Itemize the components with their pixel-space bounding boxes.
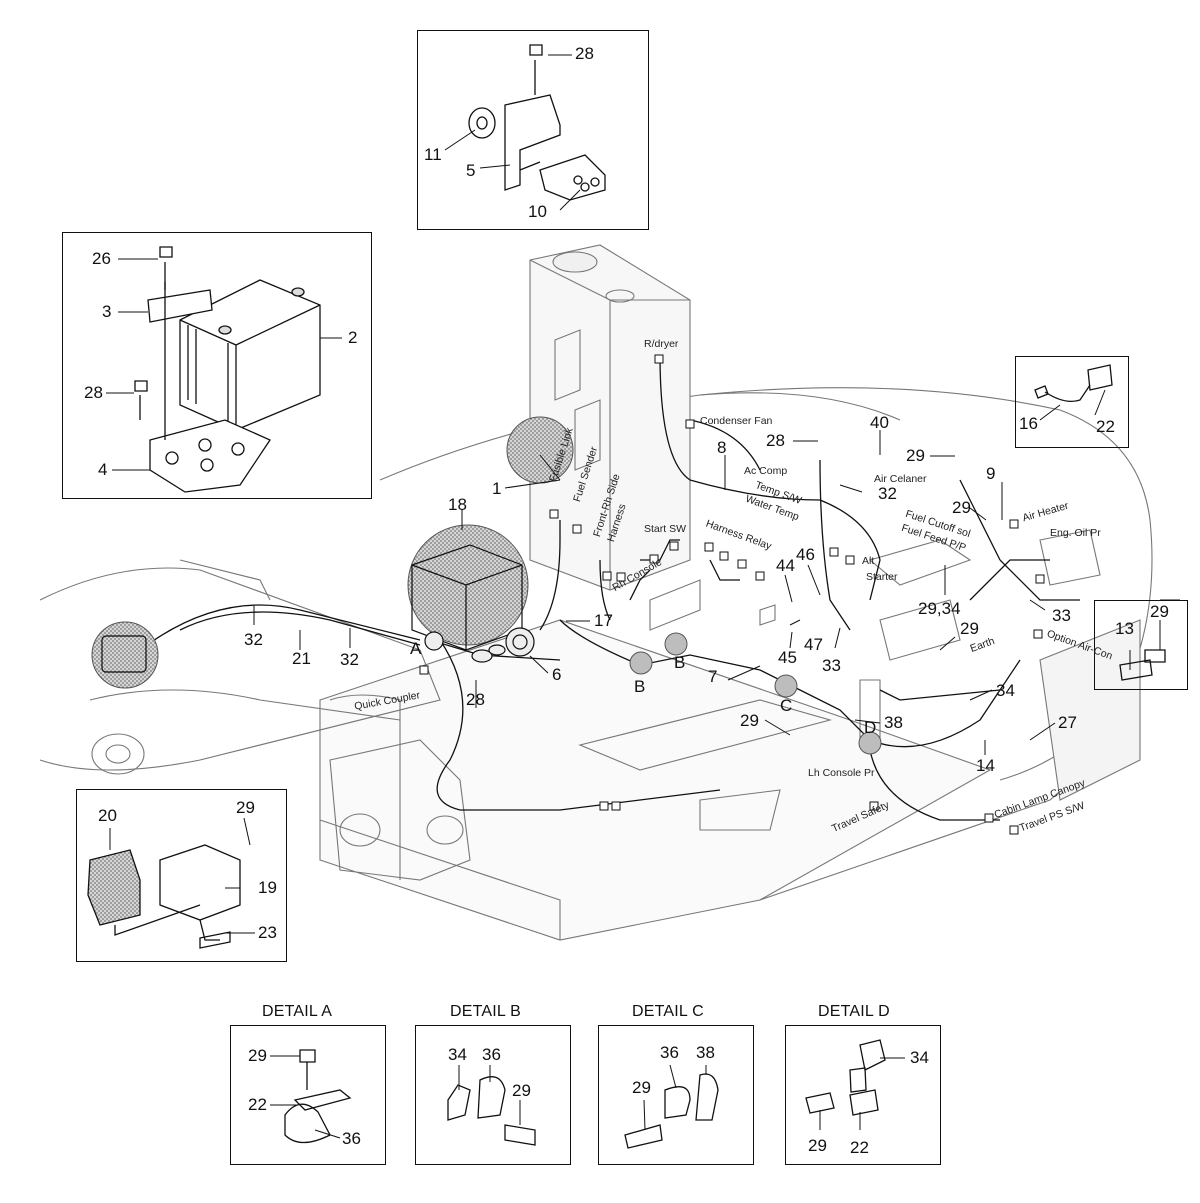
- callout-9: 9: [986, 464, 996, 483]
- callout-32-mid: 32: [340, 650, 359, 669]
- callout-17: 17: [594, 611, 613, 630]
- callout-47: 47: [804, 635, 823, 654]
- worklight-inset-frame: [76, 789, 287, 962]
- label-air-cleaner: Air Celaner: [874, 473, 927, 485]
- callout-32-left: 32: [244, 630, 263, 649]
- callout-28-top: 28: [575, 44, 594, 63]
- detail-a-callout-29: 29: [248, 1046, 267, 1065]
- callout-16: 16: [1019, 414, 1038, 433]
- part13-inset-frame: [1094, 600, 1188, 690]
- callout-32-a: 32: [878, 484, 897, 503]
- callout-40: 40: [870, 413, 889, 432]
- callout-29-inset13: 29: [1150, 602, 1169, 621]
- callout-29-worklight: 29: [236, 798, 255, 817]
- callout-46: 46: [796, 545, 815, 564]
- detail-d-callout-22: 22: [850, 1138, 869, 1157]
- machine-body: [39, 244, 1153, 941]
- callout-28-center: 28: [766, 431, 785, 450]
- wire16-inset-drawing: [1034, 364, 1113, 403]
- switch-inset-drawing: [468, 44, 606, 201]
- callout-2: 2: [348, 328, 358, 347]
- callout-29-d: 29: [740, 711, 759, 730]
- detail-c-frame: [598, 1025, 754, 1165]
- detail-b-callout-34: 34: [448, 1045, 467, 1064]
- worklight-in-machine: [101, 635, 147, 673]
- callout-29-a: 29: [906, 446, 925, 465]
- part13-inset-drawing: [1119, 649, 1166, 681]
- battery-inset-drawing: [134, 246, 321, 493]
- callout-B-right: B: [674, 653, 686, 672]
- callout-33-center: 33: [822, 656, 841, 675]
- callout-22-inset: 22: [1096, 417, 1115, 436]
- detail-d-callout-34: 34: [910, 1048, 929, 1067]
- callout-29-c: 29: [960, 619, 979, 638]
- callout-26: 26: [92, 249, 111, 268]
- callout-21: 21: [292, 649, 311, 668]
- horn-part6: [424, 627, 535, 663]
- callout-11: 11: [424, 145, 442, 164]
- callout-38: 38: [884, 713, 903, 732]
- detail-b-callout-36: 36: [482, 1045, 501, 1064]
- detail-a-frame: [230, 1025, 386, 1165]
- callout-3: 3: [102, 302, 112, 321]
- label-alt: Alt: [862, 555, 875, 567]
- callout-33-right: 33: [1052, 606, 1071, 625]
- label-starter: Starter: [866, 571, 898, 583]
- callout-10: 10: [528, 202, 547, 221]
- callout-18: 18: [448, 495, 467, 514]
- detail-c-callout-29: 29: [632, 1078, 651, 1097]
- detail-a-callout-36: 36: [342, 1129, 361, 1148]
- callout-28-low: 28: [466, 690, 485, 709]
- callout-8: 8: [717, 438, 727, 457]
- detail-b-callout-29: 29: [512, 1081, 531, 1100]
- label-rdryer: R/dryer: [644, 338, 679, 350]
- worklight-inset-drawing: [87, 844, 241, 949]
- label-eng-oil-pr: Eng. Oil Pr: [1050, 527, 1101, 539]
- callout-6: 6: [552, 665, 562, 684]
- callout-45: 45: [778, 648, 797, 667]
- battery-inset-frame: [62, 232, 372, 499]
- callout-C: C: [780, 696, 793, 715]
- callout-14: 14: [976, 756, 995, 775]
- callout-44: 44: [776, 556, 795, 575]
- callout-20: 20: [98, 806, 117, 825]
- detail-b-title: DETAIL B: [450, 1003, 521, 1020]
- callout-29-34: 29,34: [918, 599, 961, 618]
- label-start-sw: Start SW: [644, 523, 687, 535]
- detail-c-callout-36: 36: [660, 1043, 679, 1062]
- detail-d-frame: [785, 1025, 941, 1165]
- callout-B-left: B: [634, 677, 646, 696]
- connectors: [419, 354, 1045, 835]
- detail-c-title: DETAIL C: [632, 1003, 704, 1020]
- wire16-inset-frame: [1015, 356, 1129, 448]
- callout-28-battery: 28: [84, 383, 103, 402]
- detail-a-title: DETAIL A: [262, 1003, 333, 1020]
- detail-d-callout-29: 29: [808, 1136, 827, 1155]
- callout-A: A: [410, 639, 422, 658]
- callout-29-b: 29: [952, 498, 971, 517]
- callout-5: 5: [466, 161, 476, 180]
- label-condenser-fan: Condenser Fan: [700, 415, 773, 427]
- switch-inset-frame: [417, 30, 649, 230]
- detail-b-frame: [415, 1025, 571, 1165]
- callout-27: 27: [1058, 713, 1077, 732]
- label-lh-console: Lh Console Pr: [808, 767, 875, 779]
- callout-23: 23: [258, 923, 277, 942]
- label-ac-comp: Ac Comp: [744, 465, 788, 477]
- callout-7: 7: [708, 667, 718, 686]
- leader-lines: [106, 54, 1180, 1139]
- detail-c-callout-38: 38: [696, 1043, 715, 1062]
- callout-4: 4: [98, 460, 108, 479]
- callout-1: 1: [492, 479, 502, 498]
- callout-13: 13: [1115, 619, 1134, 638]
- detail-d-title: DETAIL D: [818, 1003, 890, 1020]
- callout-D: D: [864, 718, 877, 737]
- harness-clamps: [629, 632, 882, 755]
- callout-19: 19: [258, 878, 277, 897]
- detail-a-callout-22: 22: [248, 1095, 267, 1114]
- callout-34-right: 34: [996, 681, 1015, 700]
